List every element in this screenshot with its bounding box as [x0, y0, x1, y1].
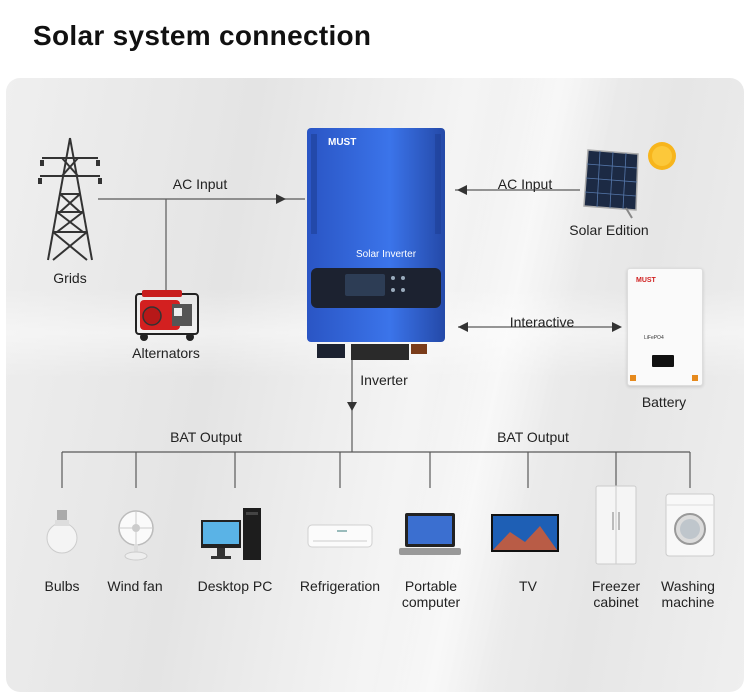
fan-icon — [118, 510, 154, 561]
arrow-right-icon — [276, 194, 286, 204]
load-label-machine: machine — [661, 594, 715, 610]
solar-edition-label: Solar Edition — [569, 222, 649, 238]
desktop-pc-icon — [201, 508, 261, 560]
ac-input-right-label: AC Input — [497, 176, 553, 192]
bat-output-left-label: BAT Output — [170, 429, 242, 445]
tv-icon — [491, 514, 559, 552]
load-label-freezer: Freezer — [591, 578, 641, 594]
solar-inverter — [307, 128, 445, 360]
arrow-right-icon — [612, 322, 622, 332]
air-conditioner-icon — [307, 524, 373, 548]
battery-terminal — [692, 375, 698, 381]
page-title: Solar system connection — [33, 20, 372, 51]
bulb-icon — [46, 510, 78, 554]
bat-output-right-label: BAT Output — [497, 429, 569, 445]
load-label-desktop-pc: Desktop PC — [197, 578, 273, 594]
battery-label: Battery — [641, 394, 687, 410]
refrigerator-icon — [595, 485, 637, 565]
solar-panel-icon — [583, 149, 639, 219]
battery-brand: MUST — [636, 277, 656, 284]
ac-input-left-label: AC Input — [172, 176, 228, 192]
battery-unit: MUST LiFePO4 — [627, 268, 703, 386]
inverter-brand: MUST — [328, 137, 357, 148]
load-label-refrigeration: Refrigeration — [299, 578, 381, 594]
interactive-label: Interactive — [509, 314, 575, 330]
laptop-icon — [399, 513, 461, 555]
load-label-cabinet: cabinet — [593, 594, 639, 610]
arrow-left-icon — [458, 322, 468, 332]
battery-chemistry: LiFePO4 — [644, 335, 664, 341]
generator-icon — [135, 290, 199, 341]
transmission-tower-icon — [38, 137, 102, 261]
alternators-label: Alternators — [132, 345, 200, 361]
load-label-washing: Washing — [661, 578, 715, 594]
load-label-bulbs: Bulbs — [44, 578, 80, 594]
load-label-wind-fan: Wind fan — [107, 578, 163, 594]
load-label-portable: Portable — [404, 578, 458, 594]
battery-display — [652, 355, 674, 367]
sun-icon — [648, 142, 676, 170]
arrow-down-icon — [347, 402, 357, 411]
load-label-computer: computer — [401, 594, 461, 610]
grids-label: Grids — [53, 270, 87, 286]
inverter-label: Inverter — [360, 372, 408, 388]
battery-terminal — [630, 375, 636, 381]
arrow-left-icon — [457, 185, 467, 195]
inverter-model-label: Solar Inverter — [356, 249, 417, 260]
washing-machine-icon — [665, 493, 715, 557]
load-label-tv: TV — [519, 578, 537, 594]
